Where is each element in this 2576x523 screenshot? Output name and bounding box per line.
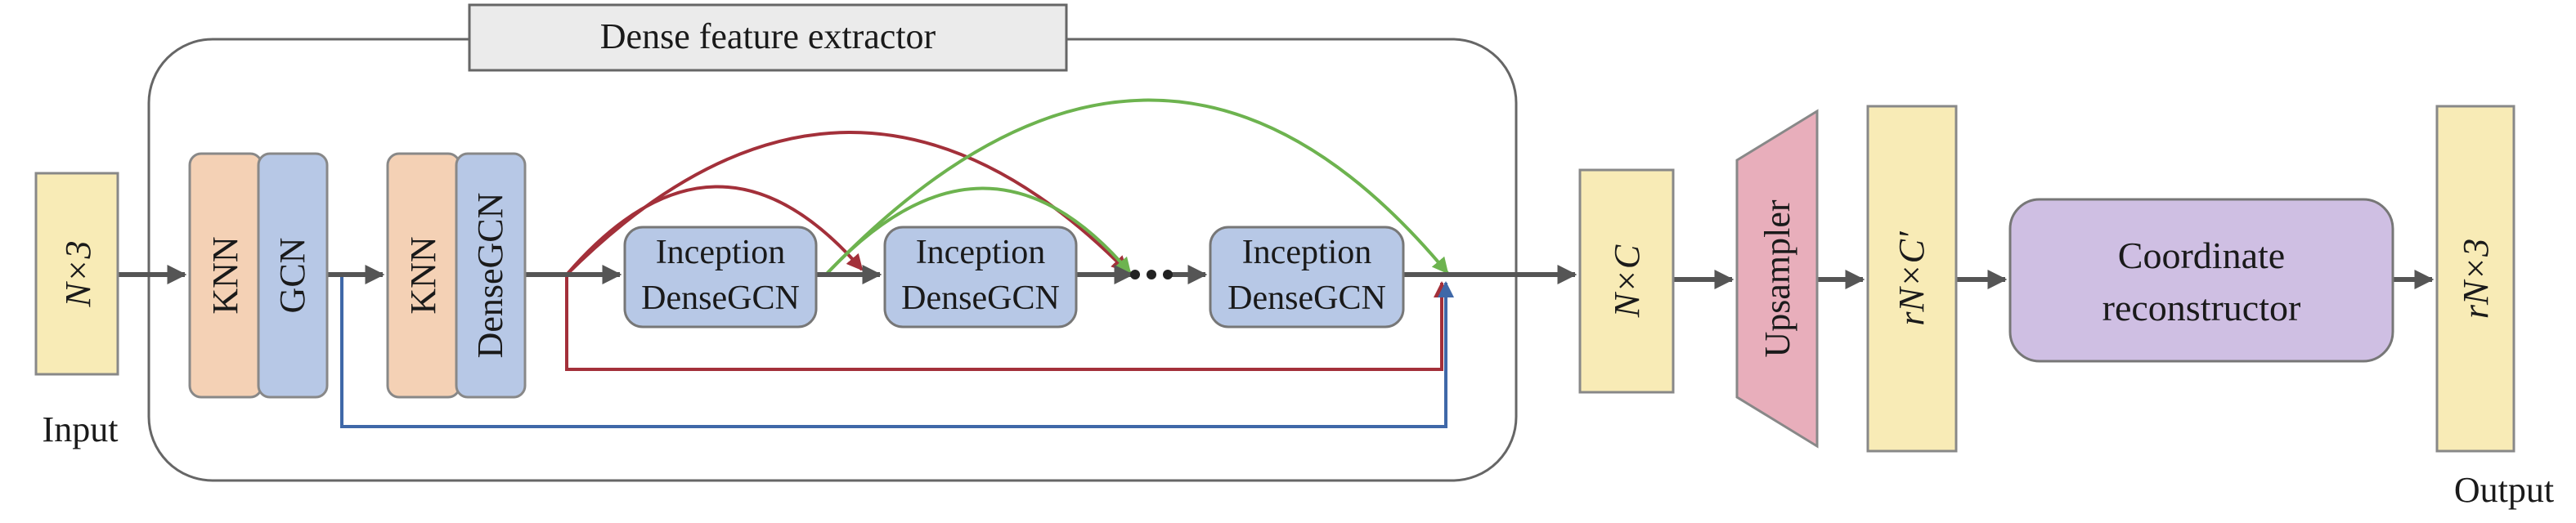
ellipsis-dot xyxy=(1147,270,1156,279)
inception-2-line1: Inception xyxy=(916,234,1046,271)
extractor-title: Dense feature extractor xyxy=(600,16,936,56)
skip-green-arc-large xyxy=(824,98,1449,276)
inception-2-line2: DenseGCN xyxy=(901,279,1060,317)
reconstructor-block xyxy=(2008,198,2394,363)
output-caption: Output xyxy=(2454,470,2554,510)
title-box xyxy=(468,3,1068,72)
inception-3-line2: DenseGCN xyxy=(1227,279,1386,317)
knn-label-2: KNN xyxy=(403,236,443,314)
ellipsis-dot xyxy=(1163,270,1173,279)
gcn-block-1 xyxy=(257,152,329,399)
upsampler-label: Upsampler xyxy=(1757,199,1797,357)
inception-3-line1: Inception xyxy=(1242,234,1372,271)
upsampler-block xyxy=(1735,109,1819,449)
skip-red-bottom xyxy=(565,275,1450,371)
knn-label-1: KNN xyxy=(205,236,245,314)
inception-block-2 xyxy=(883,226,1078,329)
inception-block-1 xyxy=(623,226,818,329)
ellipsis-dot xyxy=(1130,270,1140,279)
reconstructor-line2: reconstructor xyxy=(2103,287,2301,329)
skip-green-arc-small xyxy=(824,186,1132,276)
densegcn-label: DenseGCN xyxy=(470,193,510,359)
gcn-label-1: GCN xyxy=(272,238,312,314)
output-shape-label: rN×3 xyxy=(2456,239,2496,319)
densegcn-block xyxy=(455,152,527,399)
reconstructor-line1: Coordinate xyxy=(2118,235,2285,276)
input-shape-label: N×3 xyxy=(58,240,98,307)
inception-1-line2: DenseGCN xyxy=(641,279,800,317)
upsampled-box xyxy=(1866,105,1958,453)
inception-block-3 xyxy=(1209,226,1405,329)
feature-box xyxy=(1578,168,1675,394)
skip-blue-bottom xyxy=(340,275,1454,428)
input-box xyxy=(34,172,119,376)
output-box xyxy=(2435,105,2515,453)
skip-red-arc-small xyxy=(565,185,864,276)
feature-shape-label: N×C xyxy=(1607,244,1647,318)
input-caption: Input xyxy=(43,409,119,449)
inception-1-line1: Inception xyxy=(656,234,786,271)
upsampled-shape-label: rN×C′ xyxy=(1892,230,1932,326)
